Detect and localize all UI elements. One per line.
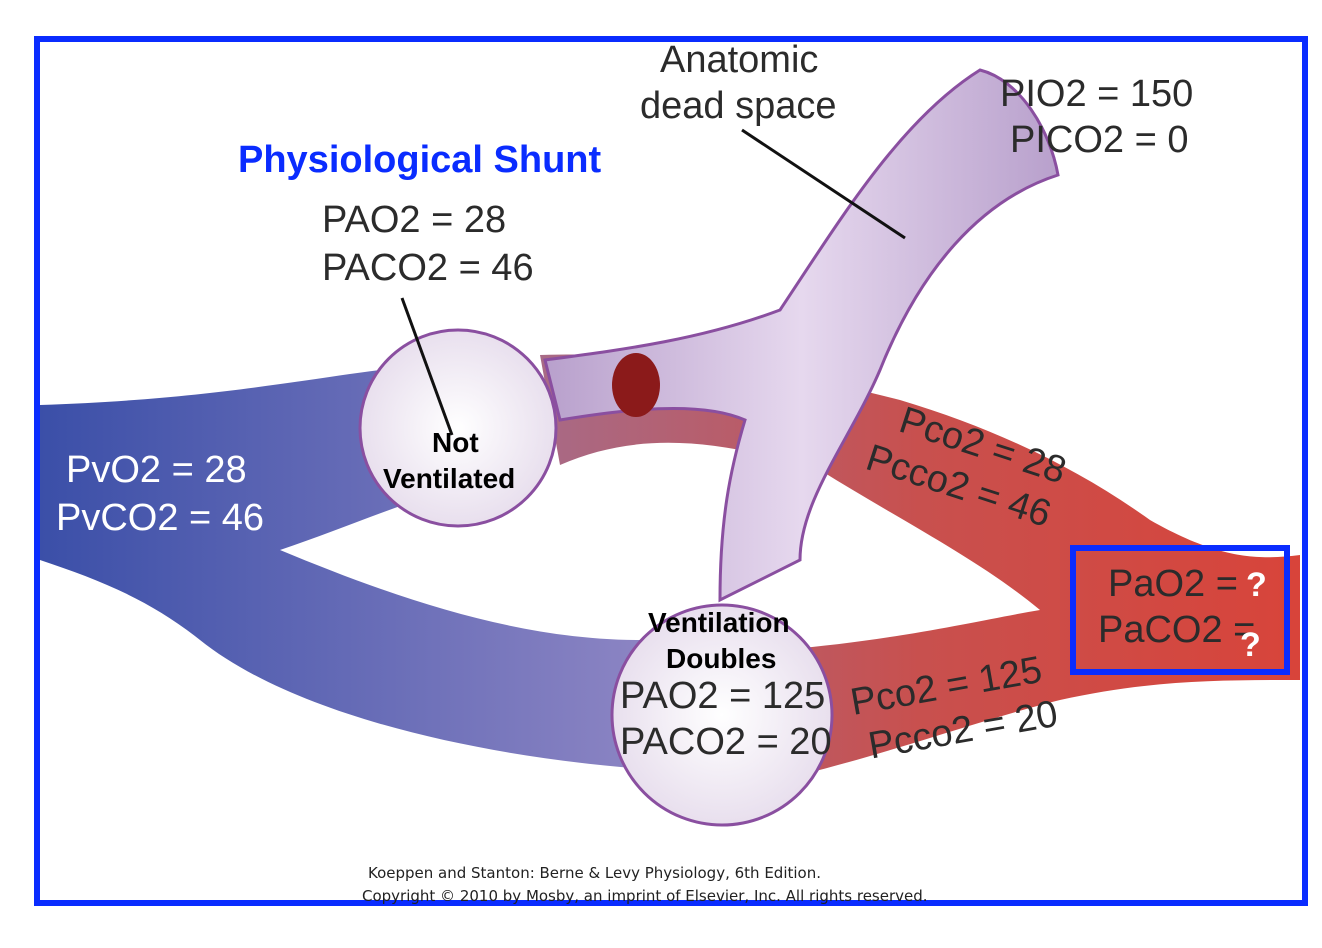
arterial-pco2: PaCO2 = — [1098, 609, 1255, 651]
ventilation-doubles-line1: Ventilation — [648, 607, 790, 638]
unventilated-paco2: PACO2 = 46 — [322, 247, 534, 289]
dead-space-pointer — [741, 128, 906, 240]
arterial-question-box — [1070, 545, 1290, 675]
ventilated-pao2: PAO2 = 125 — [620, 675, 825, 717]
airway — [543, 68, 1060, 603]
ventilation-doubles-line2: Doubles — [666, 643, 776, 674]
not-ventilated-label-line1: Not — [432, 427, 479, 458]
inspired-pco2: PICO2 = 0 — [1010, 119, 1188, 161]
arterial-po2-unknown: ? — [1246, 566, 1267, 604]
inspired-po2: PIO2 = 150 — [1000, 73, 1193, 115]
not-ventilated-label-line2: Ventilated — [383, 463, 515, 494]
unventilated-pao2: PAO2 = 28 — [322, 199, 506, 241]
venous-pco2: PvCO2 = 46 — [56, 497, 264, 539]
arterial-po2: PaO2 = — [1108, 563, 1238, 605]
airway-obstruction — [612, 353, 660, 417]
dead-space-label-line2: dead space — [640, 85, 837, 127]
credit-line2: Copyright © 2010 by Mosby, an imprint of… — [362, 887, 928, 905]
not-ventilated-alveolus — [358, 328, 558, 528]
credit-line1: Koeppen and Stanton: Berne & Levy Physio… — [368, 864, 821, 882]
arterial-pco2-unknown: ? — [1240, 626, 1261, 664]
ventilated-paco2: PACO2 = 20 — [620, 721, 832, 763]
ventilated-alveolus — [610, 603, 834, 827]
venous-po2: PvO2 = 28 — [66, 449, 247, 491]
outer-frame — [34, 36, 1308, 906]
dead-space-label-line1: Anatomic — [660, 39, 818, 81]
pao2-pointer — [400, 297, 454, 436]
diagram-title: Physiological Shunt — [238, 139, 601, 181]
